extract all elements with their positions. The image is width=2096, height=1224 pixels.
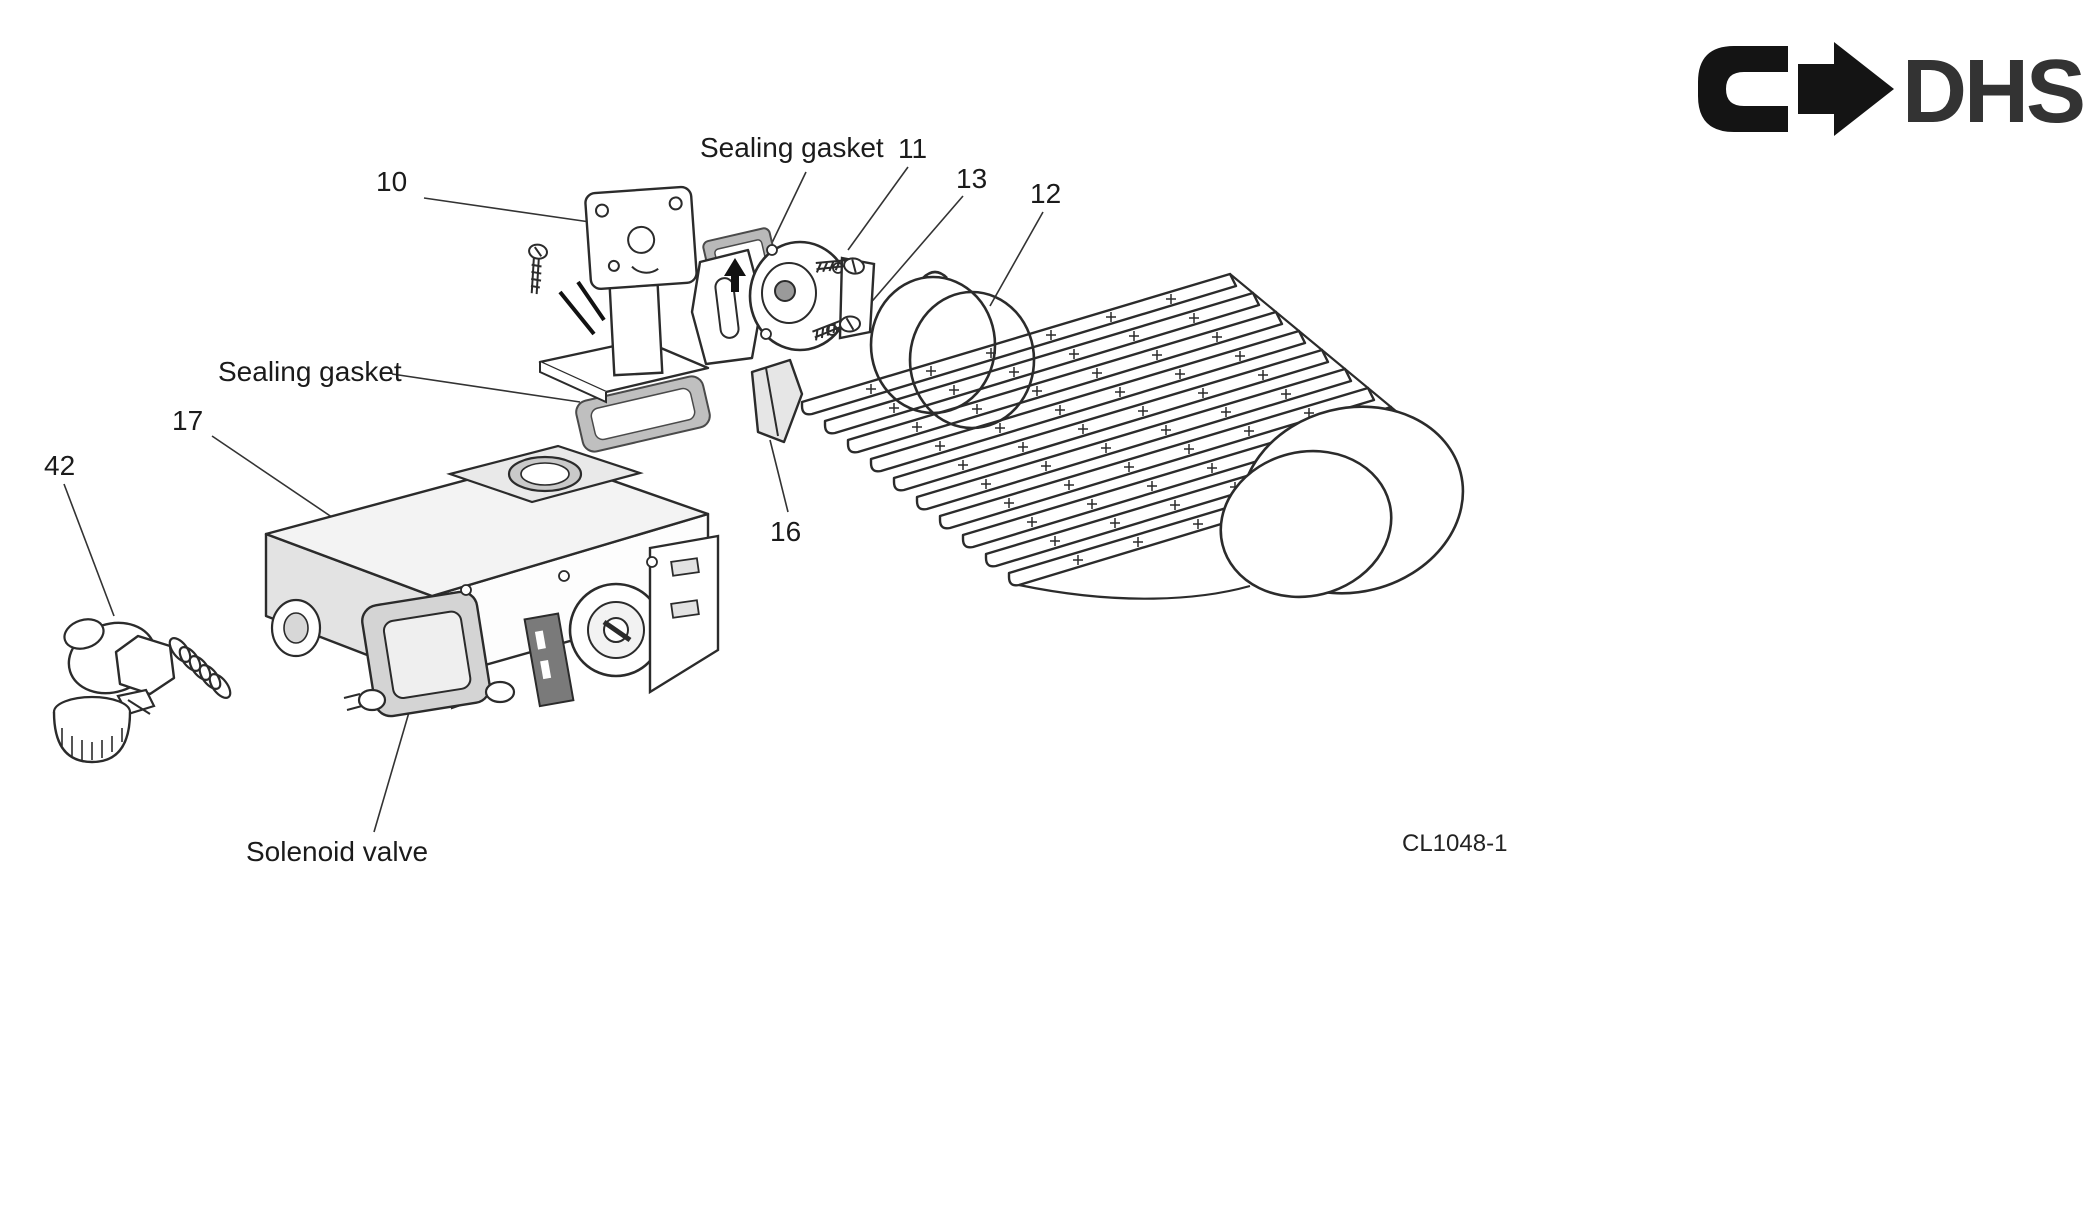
- leader-part-10: [423, 197, 591, 223]
- knob-body: [52, 711, 132, 764]
- leader-part-11: [847, 166, 909, 251]
- bracket-column: [608, 283, 664, 377]
- label-part-16: 16: [770, 516, 802, 547]
- leader-part-17: [211, 435, 349, 529]
- part-42-gas-cock: [52, 618, 232, 764]
- label-part-42: 42: [44, 450, 76, 481]
- part-10-bracket-assembly: [528, 185, 710, 404]
- label-part-11: 11: [898, 133, 928, 164]
- thermostat-dial: [568, 582, 664, 678]
- part-16-bracket: [750, 358, 804, 444]
- hex-nut: [114, 634, 176, 696]
- leader-part-12: [989, 211, 1044, 307]
- logo-text: DHS: [1902, 42, 2083, 142]
- pointer-marks: [558, 280, 606, 336]
- solenoid-valve: [343, 590, 491, 718]
- label-part-17: 17: [172, 405, 204, 436]
- leader-part-42: [63, 483, 115, 617]
- part-11-flange-plate: [690, 240, 876, 366]
- leader-sealing-gasket-mid: [391, 373, 581, 403]
- terminal-block: [523, 612, 575, 708]
- mounting-screw-icon: [528, 243, 548, 295]
- leader-solenoid-valve: [373, 701, 413, 833]
- bracket-plate: [584, 185, 698, 291]
- label-solenoid-valve: Solenoid valve: [246, 836, 429, 867]
- cock-cap: [63, 618, 105, 650]
- flange-slot: [714, 277, 740, 339]
- burner-drum: [1219, 405, 1465, 599]
- logo-mark-outer-icon: [1698, 46, 1788, 132]
- label-sealing-gasket-top: Sealing gasket: [700, 132, 884, 163]
- leader-part-16: [769, 439, 789, 513]
- dhs-logo: DHS: [1698, 42, 2086, 142]
- spring: [168, 637, 232, 699]
- solenoid-stub: [357, 688, 387, 712]
- label-sealing-gasket-mid: Sealing gasket: [218, 356, 402, 387]
- label-part-12: 12: [1030, 178, 1062, 209]
- part-17-gas-valve: [264, 444, 720, 718]
- label-part-10: 10: [376, 166, 408, 197]
- base-plate-lip: [539, 362, 607, 404]
- sealing-gasket-lower: [575, 375, 711, 453]
- logo-mark-arrow-icon: [1798, 42, 1894, 136]
- up-arrow-icon: [724, 258, 746, 292]
- leader-sealing-gasket-top: [769, 171, 807, 248]
- leader-part-13: [867, 195, 964, 307]
- part-12-burner-assembly: [800, 270, 1465, 600]
- label-part-13: 13: [956, 163, 988, 194]
- manifold-ring: [869, 270, 1036, 430]
- burner-bottom-rail: [1018, 583, 1251, 600]
- bottom-stub: [484, 680, 516, 704]
- drawing-reference: CL1048-1: [1402, 830, 1508, 857]
- valve-top-face: [264, 456, 710, 598]
- leader-lines: [63, 166, 1044, 833]
- knob-ridges: [61, 728, 123, 760]
